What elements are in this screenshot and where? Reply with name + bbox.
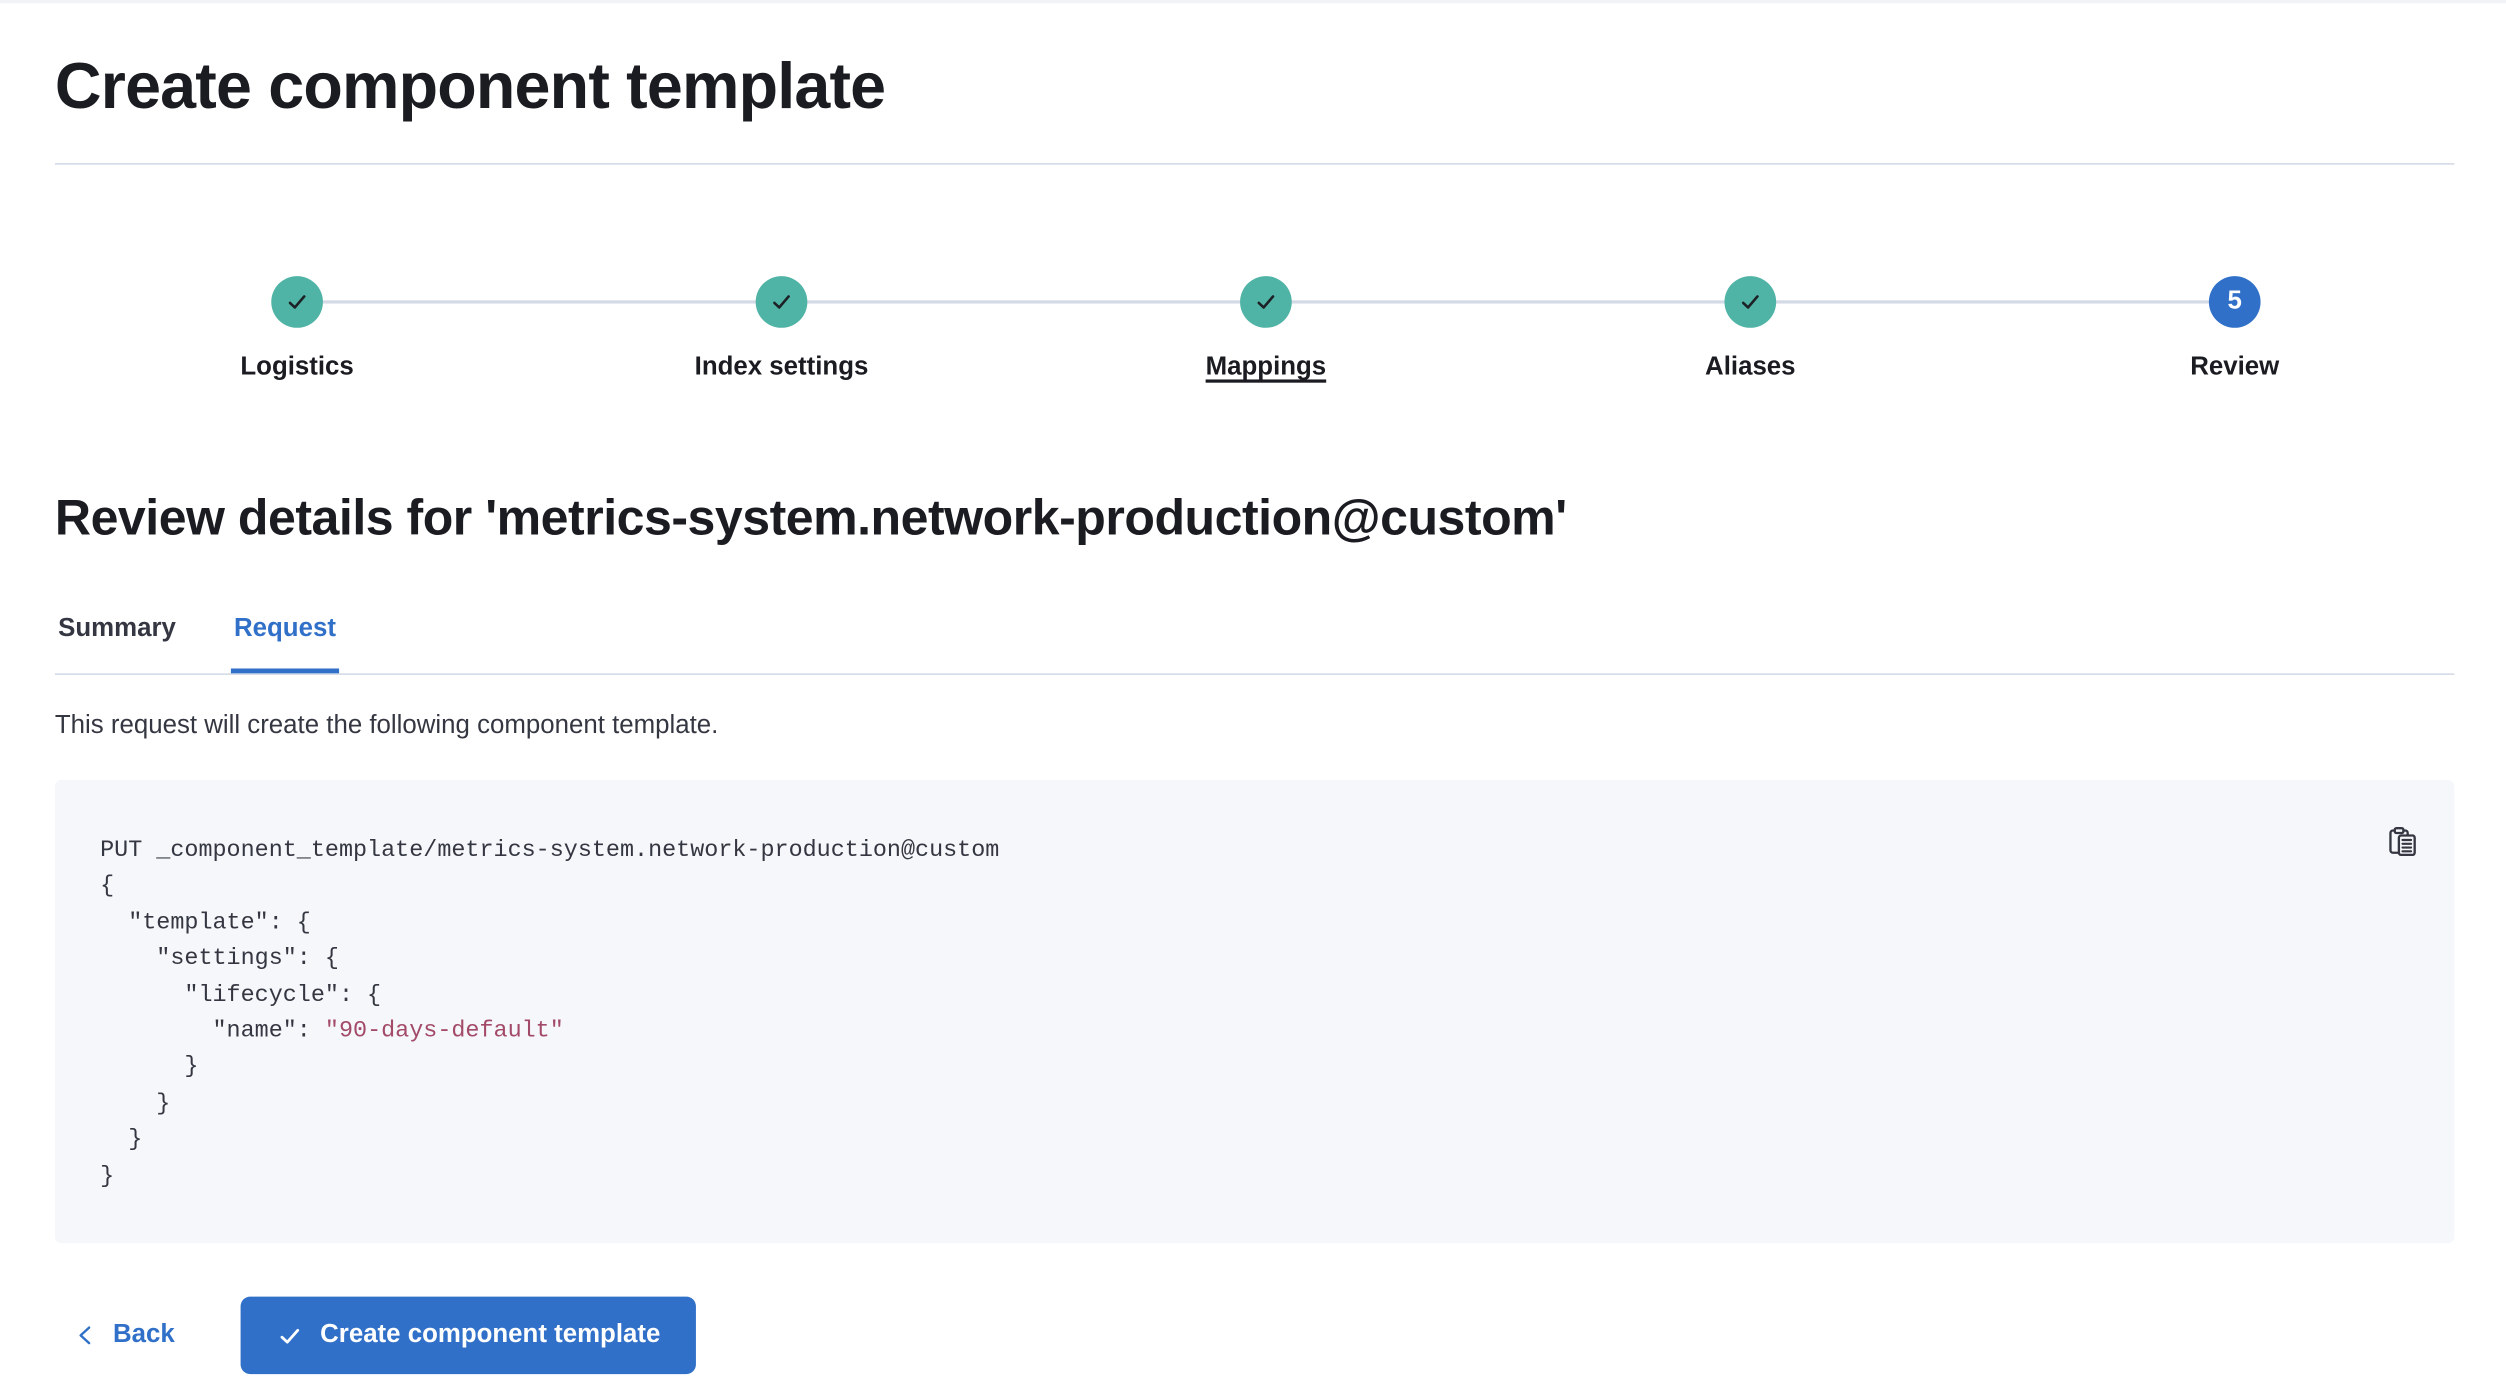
page-title: Create component template bbox=[54, 51, 886, 123]
step-status-circle bbox=[271, 276, 323, 328]
check-icon bbox=[1257, 295, 1275, 309]
page-content: Create component template Logistics I bbox=[54, 48, 2455, 1375]
check-icon bbox=[280, 1328, 300, 1343]
code-string-value: "90-days-default" bbox=[324, 1018, 564, 1045]
tab-summary[interactable]: Summary bbox=[55, 610, 179, 673]
step-number: 5 bbox=[2227, 287, 2242, 315]
step-status-circle: 5 bbox=[2208, 276, 2261, 328]
title-divider bbox=[54, 163, 2455, 165]
stepper: Logistics Index settings Mappings bbox=[55, 276, 2477, 387]
step-label: Index settings bbox=[694, 353, 869, 382]
step-status-circle bbox=[755, 276, 808, 328]
code-text: PUT _component_template/metrics-system.n… bbox=[100, 838, 1000, 1045]
copy-clipboard-icon bbox=[2389, 826, 2416, 857]
create-button-label: Create component template bbox=[320, 1320, 661, 1349]
step-label: Aliases bbox=[1705, 353, 1796, 382]
step-index-settings[interactable]: Index settings bbox=[539, 276, 1023, 387]
code-text: } } } } bbox=[100, 1055, 199, 1190]
step-label: Logistics bbox=[240, 353, 354, 382]
review-heading: Review details for 'metrics-system.netwo… bbox=[54, 489, 1567, 546]
request-code: PUT _component_template/metrics-system.n… bbox=[100, 833, 2357, 1195]
request-code-block: PUT _component_template/metrics-system.n… bbox=[54, 779, 2455, 1244]
step-label: Review bbox=[2190, 353, 2280, 382]
step-review: 5 Review bbox=[1993, 276, 2477, 387]
step-status-circle bbox=[1240, 276, 1292, 328]
back-button[interactable]: Back bbox=[74, 1316, 175, 1355]
check-icon bbox=[1741, 295, 1759, 309]
tabs: Summary Request bbox=[54, 610, 2455, 675]
step-mappings[interactable]: Mappings bbox=[1024, 276, 1508, 387]
check-icon bbox=[773, 295, 790, 309]
step-aliases[interactable]: Aliases bbox=[1508, 276, 1992, 387]
create-component-template-button[interactable]: Create component template bbox=[240, 1296, 696, 1375]
step-logistics[interactable]: Logistics bbox=[55, 276, 539, 387]
request-description: This request will create the following c… bbox=[54, 712, 719, 740]
step-label: Mappings bbox=[1205, 353, 1327, 382]
copy-button[interactable] bbox=[2380, 819, 2425, 864]
back-button-label: Back bbox=[113, 1320, 175, 1349]
check-icon bbox=[288, 295, 306, 309]
footer-actions: Back Create component template bbox=[55, 1296, 2454, 1375]
chevron-left-icon bbox=[79, 1326, 91, 1345]
step-status-circle bbox=[1724, 276, 1777, 328]
tab-request[interactable]: Request bbox=[230, 610, 340, 674]
